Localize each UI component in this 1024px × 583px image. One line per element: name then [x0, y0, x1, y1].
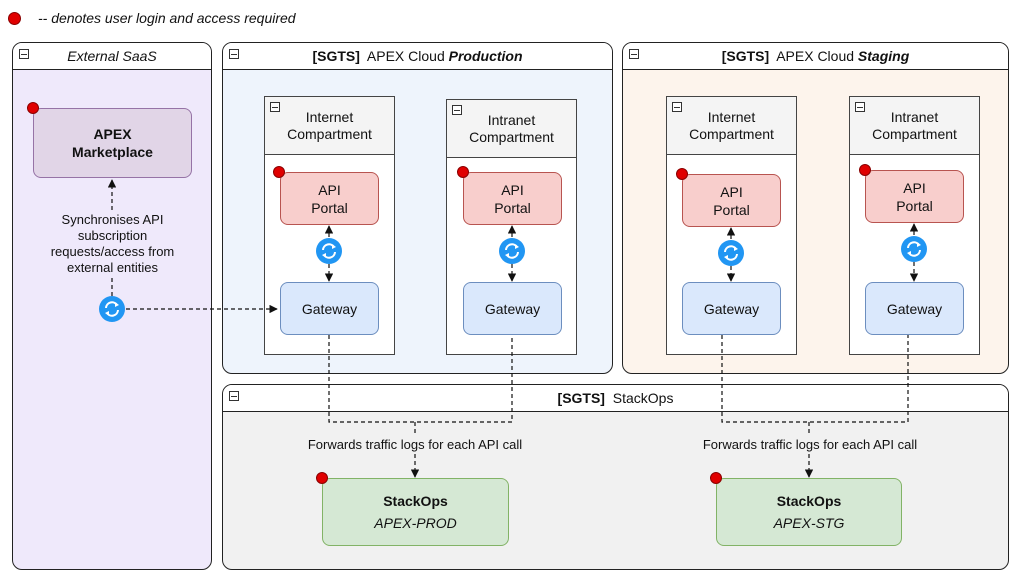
stackops-header: [SGTS] StackOps	[223, 385, 1008, 412]
login-marker-icon	[457, 166, 469, 178]
sync-icon	[99, 296, 125, 322]
prod-internet-gateway[interactable]: Gateway	[280, 282, 379, 335]
stg-internet-api-portal[interactable]: API Portal	[682, 174, 781, 227]
sync-icon	[718, 240, 744, 266]
collapse-icon[interactable]	[270, 102, 280, 112]
stackops-stg-box[interactable]: StackOps APEX-STG	[716, 478, 902, 546]
staging-header: [SGTS] APEX Cloud Staging	[623, 43, 1008, 70]
stg-intranet-header: Intranet Compartment	[850, 97, 979, 155]
stackops-title-main: StackOps	[612, 390, 674, 406]
staging-title-prefix: [SGTS]	[721, 48, 770, 64]
prod-intranet-api-portal[interactable]: API Portal	[463, 172, 562, 225]
collapse-icon[interactable]	[19, 49, 29, 59]
prod-intranet-title-line1: Intranet	[487, 112, 536, 128]
staging-title-env: Staging	[857, 48, 910, 64]
production-title-env: Production	[448, 48, 523, 64]
collapse-icon[interactable]	[229, 49, 239, 59]
legend-login-marker-icon	[8, 12, 21, 25]
production-title-prefix: [SGTS]	[312, 48, 360, 64]
prod-intranet-gateway[interactable]: Gateway	[463, 282, 562, 335]
login-marker-icon	[27, 102, 39, 114]
prod-internet-title-line1: Internet	[305, 109, 354, 125]
collapse-icon[interactable]	[672, 102, 682, 112]
stg-intranet-gateway[interactable]: Gateway	[865, 282, 964, 335]
sync-icon	[901, 236, 927, 262]
legend-text: -- denotes user login and access require…	[38, 10, 296, 26]
prod-internet-title-line2: Compartment	[287, 126, 372, 142]
apex-marketplace-box[interactable]: APEX Marketplace	[33, 108, 192, 178]
stg-internet-title-line2: Compartment	[689, 126, 774, 142]
sync-label: Synchronises API subscription requests/a…	[40, 212, 185, 276]
login-marker-icon	[273, 166, 285, 178]
stg-intranet-api-portal[interactable]: API Portal	[865, 170, 964, 223]
login-marker-icon	[676, 168, 688, 180]
stackops-prod-box[interactable]: StackOps APEX-PROD	[322, 478, 509, 546]
forward-label-prod: Forwards traffic logs for each API call	[295, 437, 535, 452]
sync-icon	[316, 238, 342, 264]
staging-title-main: APEX Cloud	[776, 48, 855, 64]
prod-internet-header: Internet Compartment	[265, 97, 394, 155]
sync-icon	[499, 238, 525, 264]
collapse-icon[interactable]	[629, 49, 639, 59]
stg-internet-header: Internet Compartment	[667, 97, 796, 155]
stackops-title-prefix: [SGTS]	[557, 390, 605, 406]
stg-internet-gateway[interactable]: Gateway	[682, 282, 781, 335]
stg-intranet-title-line1: Intranet	[890, 109, 939, 125]
login-marker-icon	[316, 472, 328, 484]
production-header: [SGTS] APEX Cloud Production	[223, 43, 612, 70]
stg-internet-title-line1: Internet	[707, 109, 756, 125]
marketplace-line1: APEX	[93, 126, 132, 142]
prod-internet-api-portal[interactable]: API Portal	[280, 172, 379, 225]
prod-intranet-header: Intranet Compartment	[447, 100, 576, 158]
marketplace-line2: Marketplace	[72, 144, 153, 160]
external-saas-header: External SaaS	[13, 43, 211, 70]
prod-intranet-title-line2: Compartment	[469, 129, 554, 145]
login-marker-icon	[859, 164, 871, 176]
collapse-icon[interactable]	[229, 391, 239, 401]
collapse-icon[interactable]	[452, 105, 462, 115]
collapse-icon[interactable]	[855, 102, 865, 112]
forward-label-stg: Forwards traffic logs for each API call	[690, 437, 930, 452]
stg-intranet-title-line2: Compartment	[872, 126, 957, 142]
production-title-main: APEX Cloud	[366, 48, 445, 64]
external-saas-title: External SaaS	[67, 48, 157, 64]
login-marker-icon	[710, 472, 722, 484]
